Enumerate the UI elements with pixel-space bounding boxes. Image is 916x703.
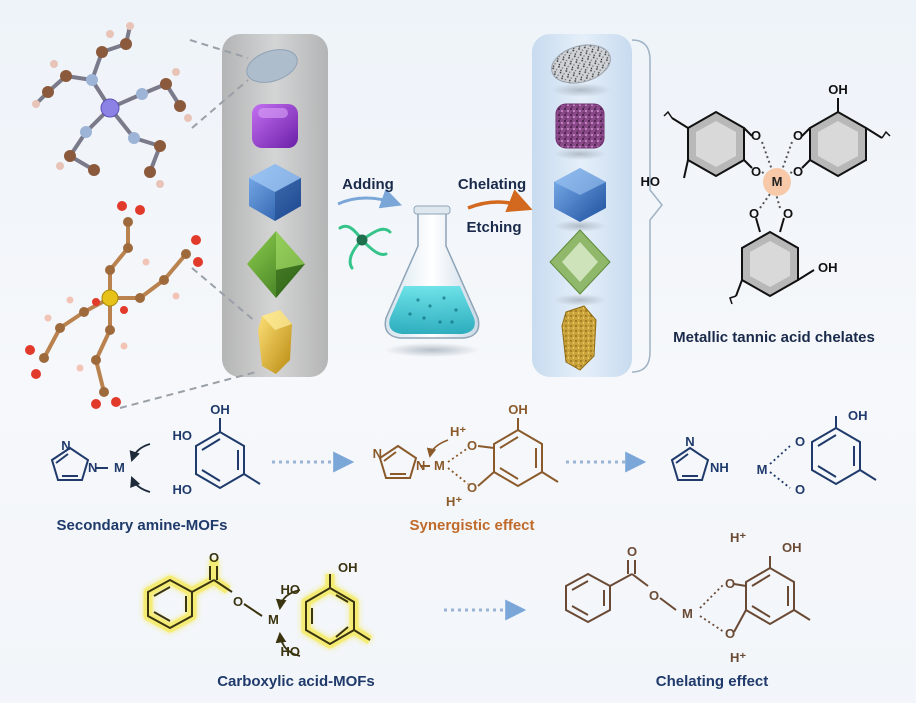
chelate-effect-oxygen-2: O [725, 626, 735, 641]
synergistic-nitrogen-1: N [416, 458, 425, 473]
chelate-ring-left [663, 110, 745, 179]
imidazole-nitrogen-1: N [88, 460, 97, 475]
metal-center-label: M [772, 174, 783, 189]
adding-label: Adding [342, 176, 394, 193]
oxygen-6: O [783, 206, 793, 221]
chelating-effect-caption: Chelating effect [656, 673, 769, 690]
secondary-amine-caption: Secondary amine-MOFs [57, 517, 228, 534]
secondary-amine-mof-scheme: N N M OH HO HO Secondary amine-MOFs [50, 402, 261, 534]
carboxyl-scheme-hydroxyl-top: OH [338, 560, 358, 575]
oxygen-5: O [749, 206, 759, 221]
amine-scheme-hydroxyl-2: HO [173, 482, 193, 497]
metal-center [763, 168, 791, 196]
callout-lines [119, 39, 257, 409]
carboxyl-oxygen-double: O [209, 550, 219, 565]
synergistic-proton-2: H⁺ [446, 494, 462, 509]
metal-label-1: M [114, 460, 125, 475]
adding-step: Adding [337, 176, 402, 209]
synergistic-caption: Synergistic effect [409, 517, 534, 534]
chelate-ring-right [809, 98, 891, 178]
synergistic-oxygen-2: O [467, 480, 477, 495]
chelating-label: Chelating [458, 176, 526, 193]
chelate-effect-hydroxyl: OH [782, 540, 802, 555]
product-hydroxyl: OH [848, 408, 868, 423]
oxygen-3: O [793, 128, 803, 143]
oxygen-4: O [793, 164, 803, 179]
mof-crystal-gray-ellipse [246, 49, 298, 83]
free-imidazole-nitrogen: N [685, 434, 694, 449]
chelate-effect-proton-2: H⁺ [730, 650, 746, 665]
synergistic-oxygen-1: O [467, 438, 477, 453]
carboxyl-scheme-hydroxyl-2: HO [281, 644, 301, 659]
imidazole-nitrogen-2: N [61, 438, 70, 453]
metallic-chelates-caption: Metallic tannic acid chelates [673, 329, 875, 346]
chelating-effect-scheme: O O M H⁺ H⁺ O O OH Chelating effect [565, 530, 811, 690]
carboxyl-scheme-hydroxyl-1: HO [281, 582, 301, 597]
chelate-effect-oxygen-single: O [649, 588, 659, 603]
mof-crystal-purple-cube [252, 104, 298, 148]
etched-crystal-blue-polyhedron [554, 168, 606, 232]
mof-crystal-gold-prism [258, 310, 292, 374]
chelate-ring-bottom [729, 230, 815, 305]
carboxyl-metal: M [268, 612, 279, 627]
chelate-effect-proton-1: H⁺ [730, 530, 746, 545]
mof-crystal-green-octahedron [247, 231, 305, 298]
synergistic-proton-1: H⁺ [450, 424, 466, 439]
chelate-effect-oxygen-1: O [725, 576, 735, 591]
chelating-etching-step: Chelating Etching [458, 176, 533, 236]
synergistic-metal: M [434, 458, 445, 473]
product-oxygen-1: O [795, 434, 805, 449]
oxygen-2: O [751, 164, 761, 179]
synergistic-nitrogen-2: N [373, 446, 382, 461]
mof-crystal-blue-polyhedron [249, 164, 301, 221]
carboxylic-caption: Carboxylic acid-MOFs [217, 673, 375, 690]
amine-scheme-hydroxyl-top: OH [210, 402, 230, 417]
metal-chelate-structure: M O O O O O O HO OH OH Metallic tannic a… [641, 82, 891, 346]
zif-molecular-model [32, 22, 192, 188]
etched-crystal-green-octahedron [549, 229, 611, 306]
chelate-effect-metal: M [682, 606, 693, 621]
carboxylate-molecular-model [25, 201, 203, 409]
synergistic-hydroxyl: OH [508, 402, 528, 417]
etched-crystal-gray-ellipse [551, 44, 611, 97]
hydroxyl-top: OH [828, 82, 848, 97]
etched-crystal-purple-cube [554, 103, 606, 160]
carboxyl-oxygen-single: O [233, 594, 243, 609]
etching-label: Etching [467, 219, 522, 236]
chelate-effect-oxygen-double: O [627, 544, 637, 559]
carboxylic-acid-mof-scheme: O O M OH HO HO Carboxylic acid-MOFs [143, 550, 375, 690]
tannic-acid-ligand [338, 224, 392, 270]
amine-scheme-products: N NH M O O OH [670, 408, 877, 497]
etched-crystal-gold-prism [561, 305, 597, 371]
synergistic-effect-scheme: N N M H⁺ H⁺ O O OH Synergistic effect [373, 402, 559, 534]
product-metal: M [757, 462, 768, 477]
free-imidazole-nh: NH [710, 460, 729, 475]
mof-crystal-panel [222, 34, 328, 377]
etched-crystal-panel [532, 34, 663, 377]
reaction-flask [384, 205, 480, 357]
hydroxyl-bottom: OH [818, 260, 838, 275]
amine-scheme-hydroxyl-1: HO [173, 428, 193, 443]
product-oxygen-2: O [795, 482, 805, 497]
oxygen-1: O [751, 128, 761, 143]
hydroxyl-left: HO [641, 174, 661, 189]
